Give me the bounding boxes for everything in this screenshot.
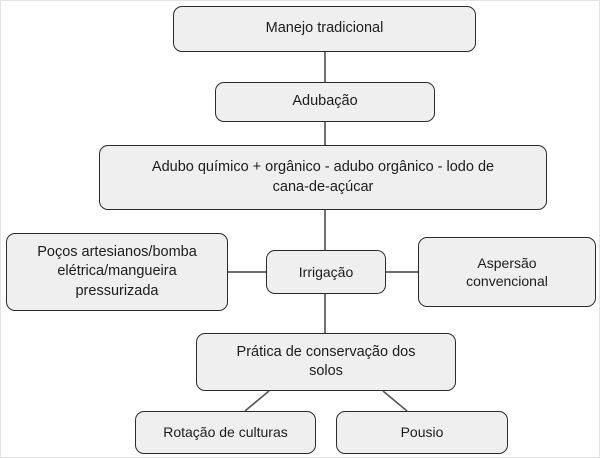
node-pratica-conservacao[interactable]: Prática de conservação dos solos (196, 333, 456, 391)
node-adubacao[interactable]: Adubação (215, 82, 435, 122)
node-manejo-tradicional[interactable]: Manejo tradicional (173, 6, 476, 52)
node-aspersao-convencional[interactable]: Aspersão convencional (418, 237, 596, 307)
node-adubo-detalhe[interactable]: Adubo químico + orgânico - adubo orgânic… (99, 145, 547, 210)
edge-pratica-rotacao (244, 390, 270, 412)
node-irrigacao[interactable]: Irrigação (266, 250, 386, 294)
node-pousio[interactable]: Pousio (336, 411, 508, 454)
edge-pratica-pousio (382, 390, 408, 412)
node-pocos-artesianos[interactable]: Poços artesianos/bomba elétrica/mangueir… (6, 233, 228, 311)
node-rotacao-culturas[interactable]: Rotação de culturas (135, 411, 316, 454)
